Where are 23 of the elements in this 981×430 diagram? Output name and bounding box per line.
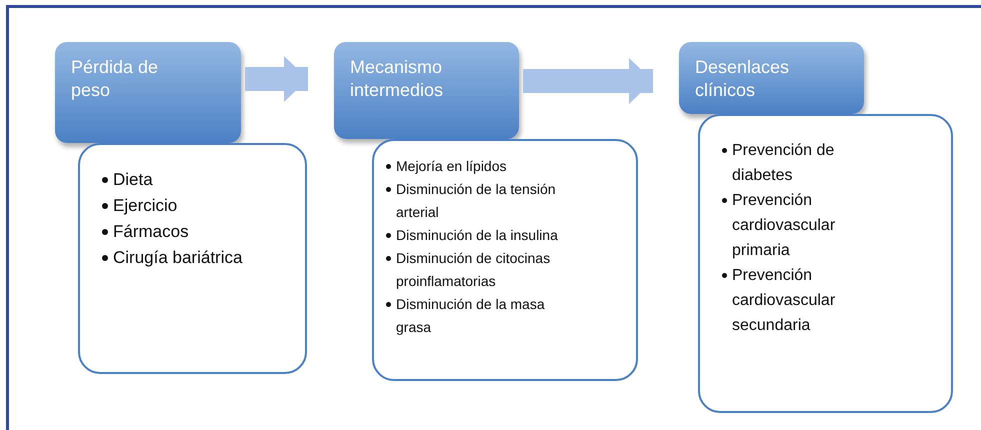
list-box bbox=[698, 114, 953, 413]
header-text: Mecanismo intermedios bbox=[350, 56, 444, 102]
list-item-text: Disminución de la insulina bbox=[396, 226, 558, 245]
list-item-text: Disminución de la masa grasa bbox=[396, 295, 546, 337]
list-item-text: Prevención de diabetes bbox=[732, 141, 836, 186]
header-box bbox=[679, 42, 864, 114]
list-item-text: Disminución de la tensión arterial bbox=[396, 180, 557, 222]
list-box bbox=[372, 139, 638, 381]
list-item-text: Fármacos bbox=[113, 221, 189, 243]
list-item-text: Cirugía bariátrica bbox=[113, 247, 242, 269]
list-item-text: Mejoría en lípidos bbox=[396, 157, 507, 176]
arrow bbox=[523, 58, 653, 104]
list-item-text: Disminución de citocinas proinflamatorias bbox=[396, 249, 552, 291]
header-text: Pérdida de peso bbox=[71, 56, 160, 102]
list-box bbox=[78, 143, 307, 374]
header-box bbox=[334, 42, 519, 139]
header-text: Desenlaces clínicos bbox=[695, 56, 790, 102]
arrow bbox=[245, 56, 308, 102]
list-item-text: Prevención cardiovascular secundaria bbox=[732, 266, 836, 336]
list-item-text: Prevención cardiovascular primaria bbox=[732, 191, 836, 261]
list-item-text: Ejercicio bbox=[113, 195, 178, 217]
list-item-text: Dieta bbox=[113, 169, 153, 191]
header-box bbox=[55, 42, 241, 143]
